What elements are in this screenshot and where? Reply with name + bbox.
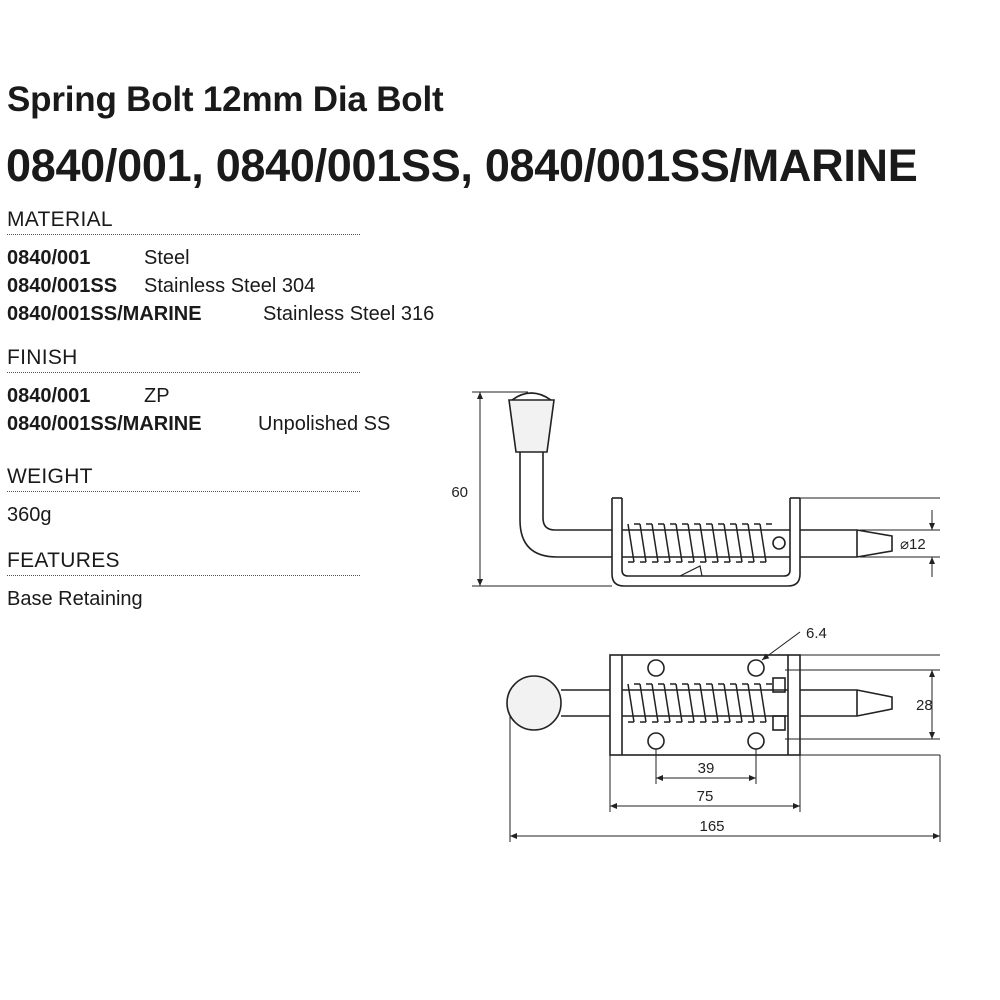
handle-stem — [519, 452, 612, 558]
material-row: 0840/001SS Stainless Steel 304 — [7, 272, 360, 300]
material-section: MATERIAL 0840/001 Steel 0840/001SS Stainle… — [7, 208, 434, 328]
mounting-hole — [647, 732, 665, 750]
weight-heading: WEIGHT — [7, 465, 360, 492]
finish-heading: FINISH — [7, 346, 360, 373]
material-value: Stainless Steel 316 — [263, 303, 435, 325]
material-code: 0840/001 — [7, 247, 91, 269]
base-plate — [609, 654, 801, 756]
finish-row: 0840/001 ZP — [7, 382, 360, 410]
finish-code: 0840/001SS/MARINE — [7, 413, 202, 435]
material-row: 0840/001 Steel — [7, 244, 360, 272]
spring-side — [627, 523, 772, 563]
material-value: Stainless Steel 304 — [144, 275, 316, 297]
finish-value: ZP — [144, 385, 170, 407]
hole-spacing-label: 39 — [698, 760, 715, 777]
pin-side — [772, 536, 786, 550]
height-label: 60 — [451, 484, 468, 501]
weight-value: 360g — [7, 504, 52, 526]
finish-section: FINISH 0840/001 ZP 0840/001SS/MARINE Unpol… — [7, 346, 390, 438]
material-code: 0840/001SS/MARINE — [7, 303, 202, 325]
features-value: Base Retaining — [7, 588, 143, 610]
weight-section: WEIGHT 360g — [7, 465, 360, 529]
features-heading: FEATURES — [7, 549, 360, 576]
material-row: 0840/001SS/MARINE Stainless Steel 316 — [7, 300, 434, 328]
top-view — [506, 631, 941, 842]
knob-top — [506, 675, 562, 731]
hole-size-label: 6.4 — [806, 625, 827, 642]
finish-value: Unpolished SS — [258, 413, 391, 435]
side-view — [472, 391, 940, 587]
mounting-hole — [647, 659, 665, 677]
product-title: Spring Bolt 12mm Dia Bolt — [7, 80, 444, 119]
mounting-hole — [747, 659, 765, 677]
plate-length-label: 75 — [697, 788, 714, 805]
finish-row: 0840/001SS/MARINE Unpolished SS — [7, 410, 390, 438]
spring-top — [627, 683, 772, 723]
material-heading: MATERIAL — [7, 208, 360, 235]
handle-knob — [508, 399, 555, 453]
features-section: FEATURES Base Retaining — [7, 549, 360, 613]
material-value: Steel — [144, 247, 190, 269]
finish-code: 0840/001 — [7, 385, 91, 407]
material-code: 0840/001SS — [7, 275, 118, 297]
product-codes: 0840/001, 0840/001SS, 0840/001SS/MARINE — [6, 140, 918, 191]
diameter-label: ⌀12 — [900, 536, 926, 553]
mounting-hole — [747, 732, 765, 750]
overall-length-label: 165 — [699, 818, 724, 835]
width-label: 28 — [916, 697, 933, 714]
